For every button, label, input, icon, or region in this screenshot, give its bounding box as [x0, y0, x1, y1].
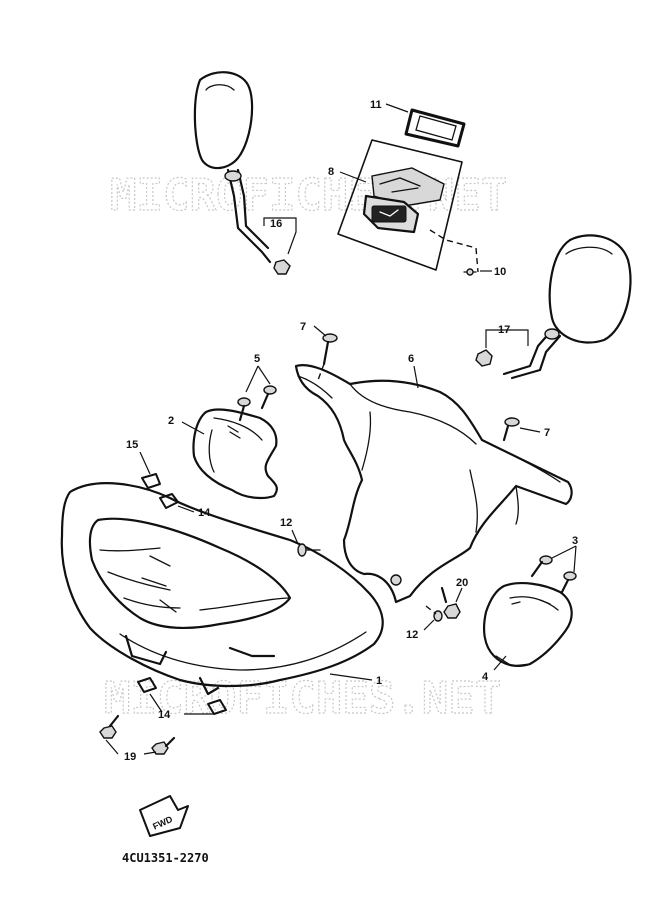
callout-12a: 12	[280, 517, 292, 529]
leader-16	[263, 217, 297, 255]
watermark-bottom: MICROFICHES.NET	[104, 673, 501, 724]
leader-15	[139, 451, 151, 475]
front-handlebar-cover-1	[60, 482, 384, 696]
callout-10: 10	[494, 266, 506, 278]
side-panel-4	[483, 582, 573, 667]
gasket-11	[404, 108, 466, 148]
dashed-guide-7a	[317, 363, 325, 381]
screw-head-10	[466, 268, 474, 276]
screws-5	[237, 385, 277, 422]
callout-12b: 12	[406, 629, 418, 641]
leader-12b	[423, 619, 435, 631]
callout-6: 6	[408, 353, 414, 365]
leader-1	[329, 673, 373, 681]
leader-2	[181, 421, 205, 435]
callout-8: 8	[328, 166, 334, 178]
leader-12a	[291, 529, 299, 545]
callout-3: 3	[572, 535, 578, 547]
side-panel-2	[192, 408, 278, 500]
left-mirror	[193, 71, 272, 264]
mirror-nut-16	[273, 259, 291, 275]
fwd-label: FWD	[151, 814, 174, 832]
rear-handlebar-cover-6	[294, 364, 573, 604]
callout-2: 2	[168, 415, 174, 427]
screw-12-right	[425, 605, 443, 622]
callout-4: 4	[482, 671, 489, 683]
leader-8	[339, 171, 367, 183]
screw-12-left	[297, 543, 321, 557]
watermark-top: MICROFICHES.NET	[110, 170, 507, 221]
right-mirror	[502, 234, 632, 380]
bolt-20	[440, 586, 461, 619]
meter-assembly-box	[337, 139, 463, 271]
mirror-nut-17	[475, 349, 493, 367]
screws-3	[530, 555, 577, 594]
leader-6	[413, 365, 419, 389]
callout-7b: 7	[544, 427, 550, 439]
callout-11: 11	[370, 99, 382, 111]
callout-16: 16	[270, 218, 282, 230]
leader-7b	[519, 427, 541, 433]
fwd-arrow-icon: FWD	[139, 795, 189, 837]
dashed-guide-10	[429, 229, 479, 273]
leader-19	[105, 739, 157, 755]
callout-5: 5	[254, 353, 260, 365]
clips-14-lower	[137, 677, 227, 715]
screw-7-right	[502, 417, 520, 442]
callout-20: 20	[456, 577, 468, 589]
callout-19: 19	[124, 751, 136, 763]
leader-14b	[149, 693, 214, 715]
leader-17	[485, 329, 529, 348]
leader-11	[385, 103, 409, 113]
leader-5	[245, 365, 271, 393]
leader-20	[455, 587, 463, 603]
part-code: 4CU1351-2270	[122, 851, 209, 865]
leader-4	[493, 655, 507, 671]
leader-14a	[177, 505, 195, 513]
callout-7a: 7	[300, 321, 306, 333]
callout-17: 17	[498, 324, 510, 336]
leader-7a	[313, 325, 327, 337]
callout-1: 1	[376, 675, 382, 687]
screw-7-upper	[322, 333, 338, 366]
screws-19	[99, 714, 176, 755]
callout-14b: 14	[158, 709, 171, 721]
leader-3	[551, 545, 577, 573]
callout-15: 15	[126, 439, 138, 451]
clip-15	[141, 473, 161, 489]
